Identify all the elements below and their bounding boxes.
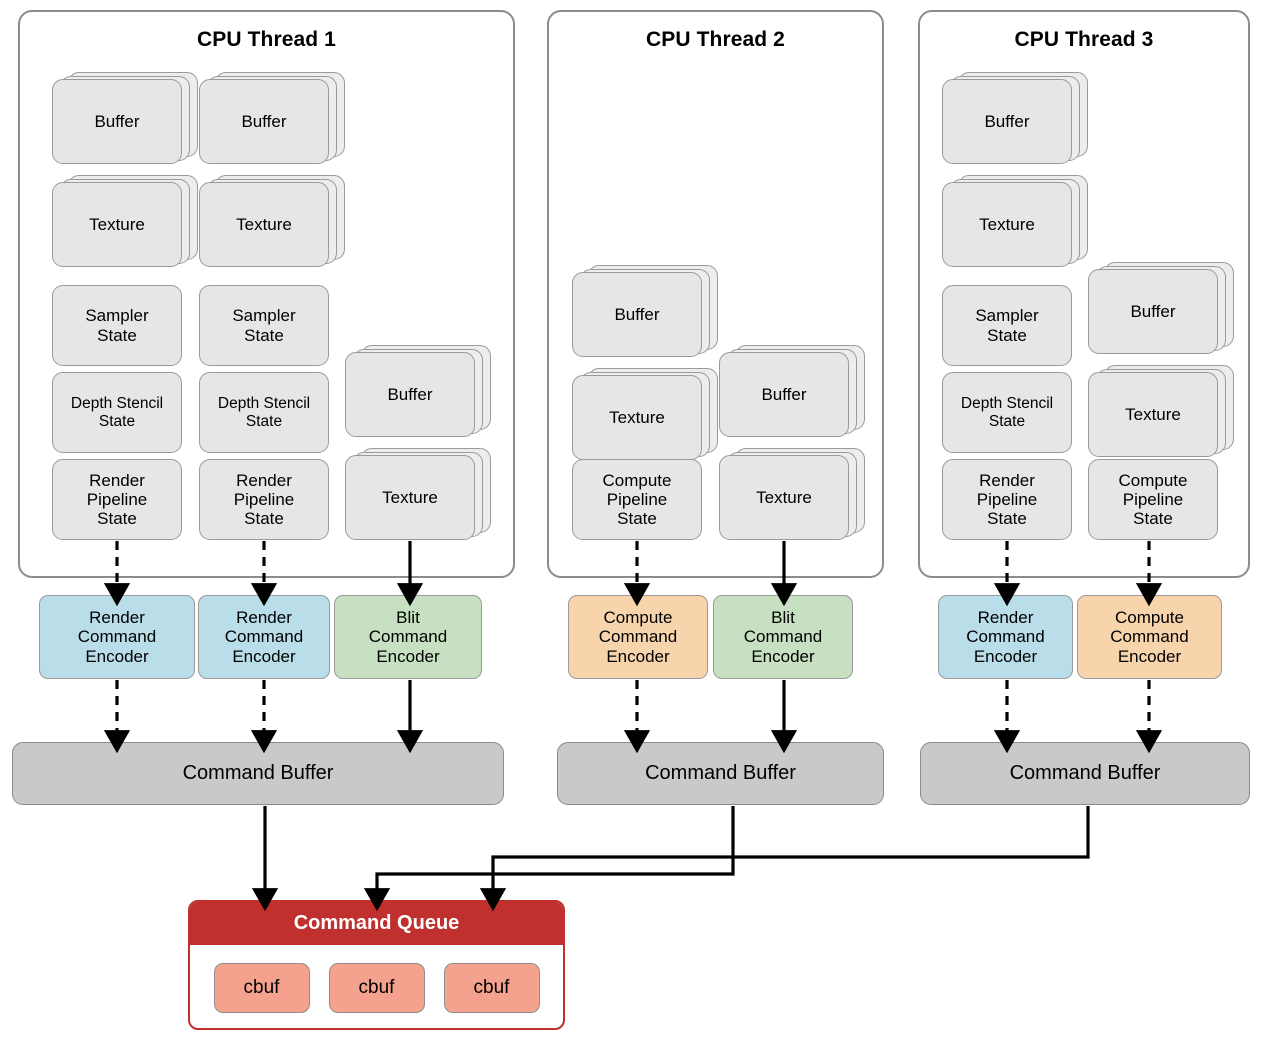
thread-title-1: CPU Thread 1 [197, 28, 336, 51]
queued-command-buffer[interactable]: cbuf [213, 962, 310, 1013]
resource-card-texture[interactable]: Texture [345, 448, 491, 540]
resource-card-buffer[interactable]: Buffer [1088, 262, 1234, 354]
resource-card-texture[interactable]: Texture [719, 448, 865, 540]
card-face: Compute Pipeline State [572, 459, 702, 540]
card-face: Sampler State [199, 285, 329, 366]
card-face: Depth Stencil State [52, 372, 182, 453]
resource-card-depth-stencil-state[interactable]: Depth Stencil State [52, 372, 182, 453]
card-face: Compute Pipeline State [1088, 459, 1218, 540]
command-buffer-2[interactable]: Command Buffer [557, 742, 884, 805]
card-face: Buffer [942, 79, 1072, 164]
compute-command-encoder[interactable]: Compute Command Encoder [1077, 595, 1222, 679]
resource-card-buffer[interactable]: Buffer [199, 72, 345, 164]
resource-card-render-pipeline-state[interactable]: Render Pipeline State [199, 459, 329, 540]
resource-card-compute-pipeline-state[interactable]: Compute Pipeline State [1088, 459, 1218, 540]
card-face: Texture [345, 455, 475, 540]
thread-title-2: CPU Thread 2 [646, 28, 785, 51]
card-face: Texture [719, 455, 849, 540]
card-face: Texture [942, 182, 1072, 267]
card-face: Texture [199, 182, 329, 267]
queued-command-buffer[interactable]: cbuf [328, 962, 425, 1013]
resource-card-buffer[interactable]: Buffer [719, 345, 865, 437]
resource-card-buffer[interactable]: Buffer [572, 265, 718, 357]
wire-cb2-to-queue [363, 806, 735, 912]
queued-command-buffer[interactable]: cbuf [443, 962, 540, 1013]
render-command-encoder[interactable]: Render Command Encoder [39, 595, 195, 679]
render-command-encoder[interactable]: Render Command Encoder [938, 595, 1073, 679]
card-face: Texture [52, 182, 182, 267]
card-face: Render Pipeline State [942, 459, 1072, 540]
card-face: Buffer [719, 352, 849, 437]
card-face: Buffer [572, 272, 702, 357]
blit-command-encoder[interactable]: Blit Command Encoder [334, 595, 482, 679]
card-face: Texture [572, 375, 702, 460]
resource-card-buffer[interactable]: Buffer [942, 72, 1088, 164]
wire-cb3-to-queue [479, 806, 1090, 912]
resource-card-sampler-state[interactable]: Sampler State [199, 285, 329, 366]
resource-card-texture[interactable]: Texture [572, 368, 718, 460]
resource-card-render-pipeline-state[interactable]: Render Pipeline State [52, 459, 182, 540]
command-buffer-3[interactable]: Command Buffer [920, 742, 1250, 805]
resource-card-compute-pipeline-state[interactable]: Compute Pipeline State [572, 459, 702, 540]
resource-card-texture[interactable]: Texture [52, 175, 198, 267]
card-face: Depth Stencil State [942, 372, 1072, 453]
command-buffer-1[interactable]: Command Buffer [12, 742, 504, 805]
card-face: Sampler State [52, 285, 182, 366]
card-face: Texture [1088, 372, 1218, 457]
command-queue-title: Command Queue [190, 902, 563, 945]
resource-card-texture[interactable]: Texture [199, 175, 345, 267]
card-face: Buffer [52, 79, 182, 164]
resource-card-sampler-state[interactable]: Sampler State [52, 285, 182, 366]
resource-card-buffer[interactable]: Buffer [345, 345, 491, 437]
command-queue-body: cbuf cbuf cbuf [190, 945, 563, 1028]
resource-card-depth-stencil-state[interactable]: Depth Stencil State [199, 372, 329, 453]
resource-card-depth-stencil-state[interactable]: Depth Stencil State [942, 372, 1072, 453]
card-face: Render Pipeline State [52, 459, 182, 540]
resource-card-texture[interactable]: Texture [942, 175, 1088, 267]
resource-card-render-pipeline-state[interactable]: Render Pipeline State [942, 459, 1072, 540]
card-face: Buffer [1088, 269, 1218, 354]
card-face: Sampler State [942, 285, 1072, 366]
command-queue[interactable]: Command Queue cbuf cbuf cbuf [188, 900, 565, 1030]
render-command-encoder[interactable]: Render Command Encoder [198, 595, 330, 679]
card-face: Buffer [345, 352, 475, 437]
card-face: Depth Stencil State [199, 372, 329, 453]
resource-card-buffer[interactable]: Buffer [52, 72, 198, 164]
thread-title-3: CPU Thread 3 [1014, 28, 1154, 51]
card-face: Render Pipeline State [199, 459, 329, 540]
blit-command-encoder[interactable]: Blit Command Encoder [713, 595, 853, 679]
resource-card-sampler-state[interactable]: Sampler State [942, 285, 1072, 366]
resource-card-texture[interactable]: Texture [1088, 365, 1234, 457]
compute-command-encoder[interactable]: Compute Command Encoder [568, 595, 708, 679]
card-face: Buffer [199, 79, 329, 164]
